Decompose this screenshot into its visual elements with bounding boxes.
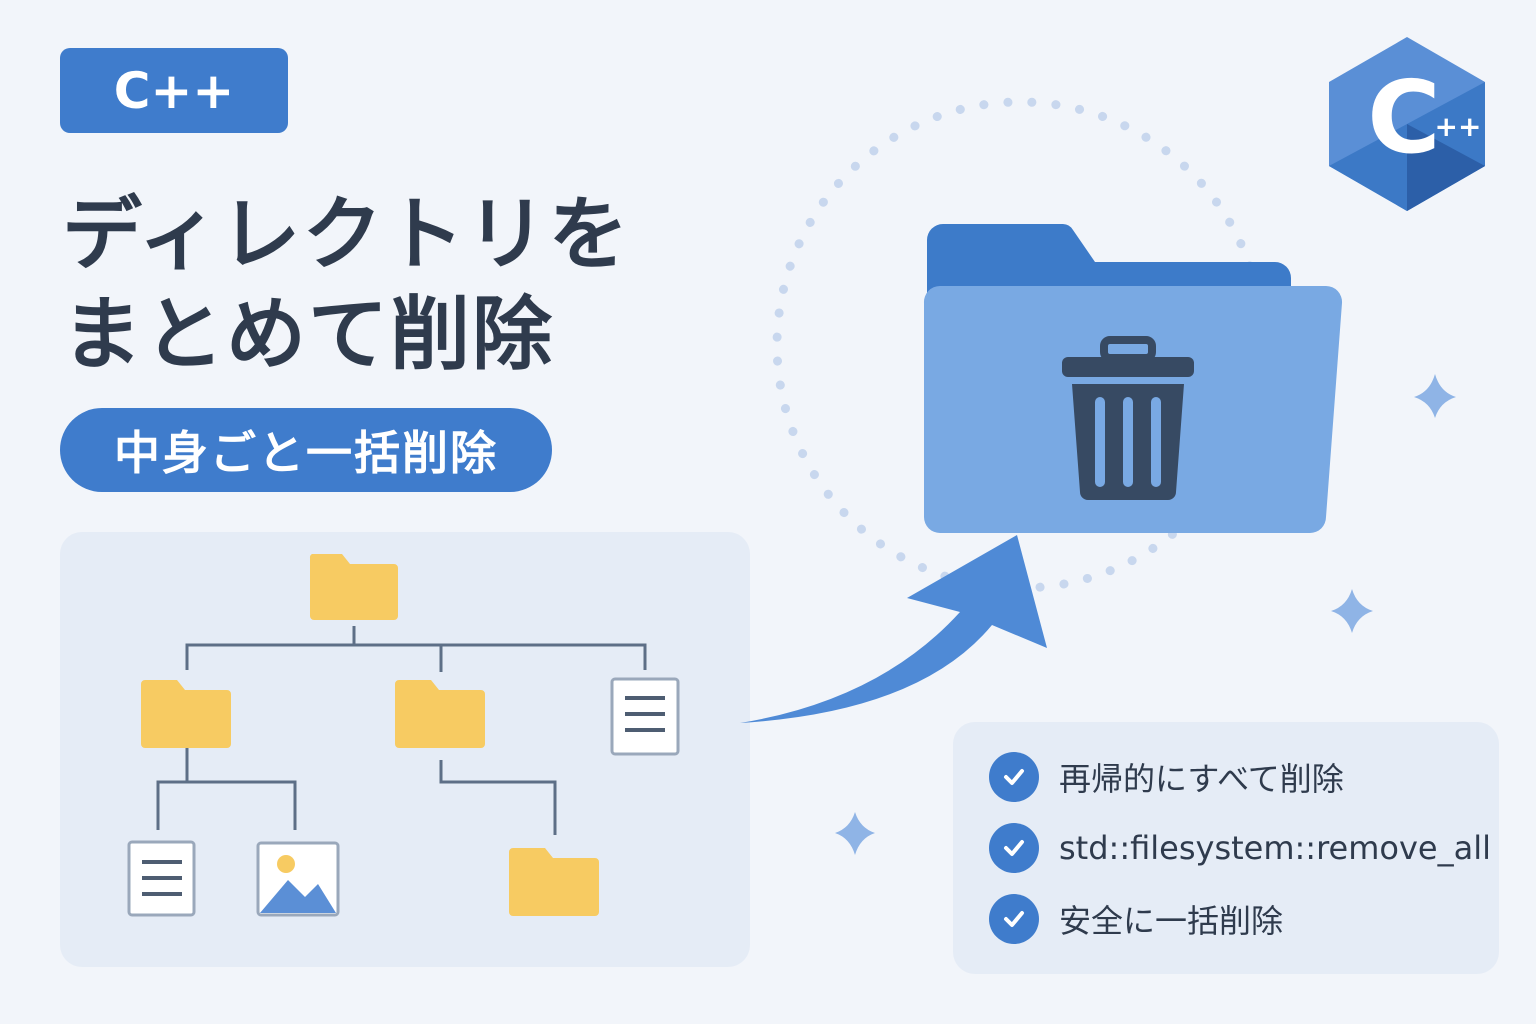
sparkle-icon: [835, 812, 875, 855]
feature-checklist: 再帰的にすべて削除 std::filesystem::remove_all 安全…: [953, 722, 1499, 974]
arrow-icon: [740, 535, 1047, 723]
document-icon: [127, 840, 196, 917]
subtitle-text: 中身ごと一括削除: [114, 426, 498, 480]
title-line-1: ディレクトリを: [62, 188, 631, 281]
image-icon: [256, 841, 340, 917]
page-title: ディレクトリを まとめて削除: [62, 185, 630, 385]
checklist-text: 安全に一括削除: [1059, 902, 1284, 940]
tree-connectors: [156, 626, 647, 835]
checklist-text: 再帰的にすべて削除: [1059, 760, 1344, 798]
logo-plus: ++: [1435, 110, 1482, 143]
sparkle-icon: [1331, 589, 1373, 633]
check-icon: [989, 823, 1039, 873]
folder-icon: [395, 680, 485, 748]
checklist-text: std::filesystem::remove_all: [1059, 829, 1491, 867]
checklist-item: std::filesystem::remove_all: [989, 823, 1491, 873]
subtitle-pill: 中身ごと一括削除: [60, 408, 552, 492]
folder-icon: [141, 680, 231, 748]
sparkle-icon: [1414, 374, 1456, 418]
cpp-badge-label: C++: [113, 61, 235, 120]
title-line-2: まとめて削除: [62, 288, 554, 381]
cpp-badge: C++: [60, 48, 288, 133]
checklist-item: 安全に一括削除: [989, 894, 1283, 944]
logo-letter: C: [1367, 59, 1440, 176]
check-icon: [989, 752, 1039, 802]
document-icon: [610, 677, 680, 756]
check-icon: [989, 894, 1039, 944]
checklist-item: 再帰的にすべて削除: [989, 752, 1344, 802]
folder-icon: [509, 848, 599, 916]
cpp-logo: C ++: [1329, 37, 1485, 211]
trash-icon: [1062, 336, 1194, 500]
folder-icon: [309, 554, 398, 620]
